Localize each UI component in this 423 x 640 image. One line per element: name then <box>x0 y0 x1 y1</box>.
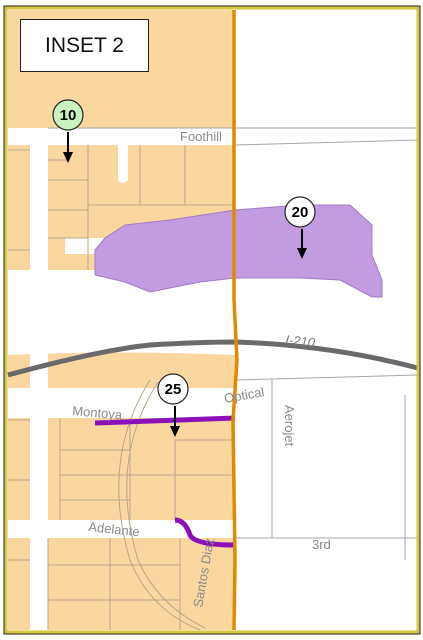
street-label-adelante: Adelante <box>88 519 141 539</box>
highway-i210 <box>7 339 419 378</box>
project-road-santos-diaz[interactable] <box>174 517 236 548</box>
project-road-montoya[interactable] <box>94 415 236 426</box>
highway-label: I-210 <box>285 332 317 350</box>
street-label-montoya: Montoya <box>72 403 124 422</box>
down-arrow-icon <box>297 229 307 259</box>
parcel-area <box>8 10 418 630</box>
project-marker-20[interactable]: 20 <box>284 196 316 259</box>
marker-label-10: 10 <box>60 107 77 124</box>
inset-title: INSET 2 <box>20 19 149 72</box>
project-marker-10[interactable]: 10 <box>52 99 84 163</box>
street-label-foothill: Foothill <box>180 129 222 144</box>
street-label-3rd: 3rd <box>312 537 331 552</box>
marker-label-20: 20 <box>292 204 309 221</box>
street-label-aerojet: Aerojet <box>282 405 297 447</box>
parcel-lines <box>8 145 235 631</box>
down-arrow-icon <box>170 406 180 437</box>
inset-frame <box>4 6 420 634</box>
down-arrow-icon <box>63 132 73 163</box>
project-area-20[interactable] <box>94 204 383 298</box>
marker-label-25: 25 <box>165 381 182 398</box>
street-label-optical: Optical <box>223 384 266 406</box>
project-marker-25[interactable]: 25 <box>157 373 189 437</box>
jurisdiction-boundary <box>231 10 239 631</box>
